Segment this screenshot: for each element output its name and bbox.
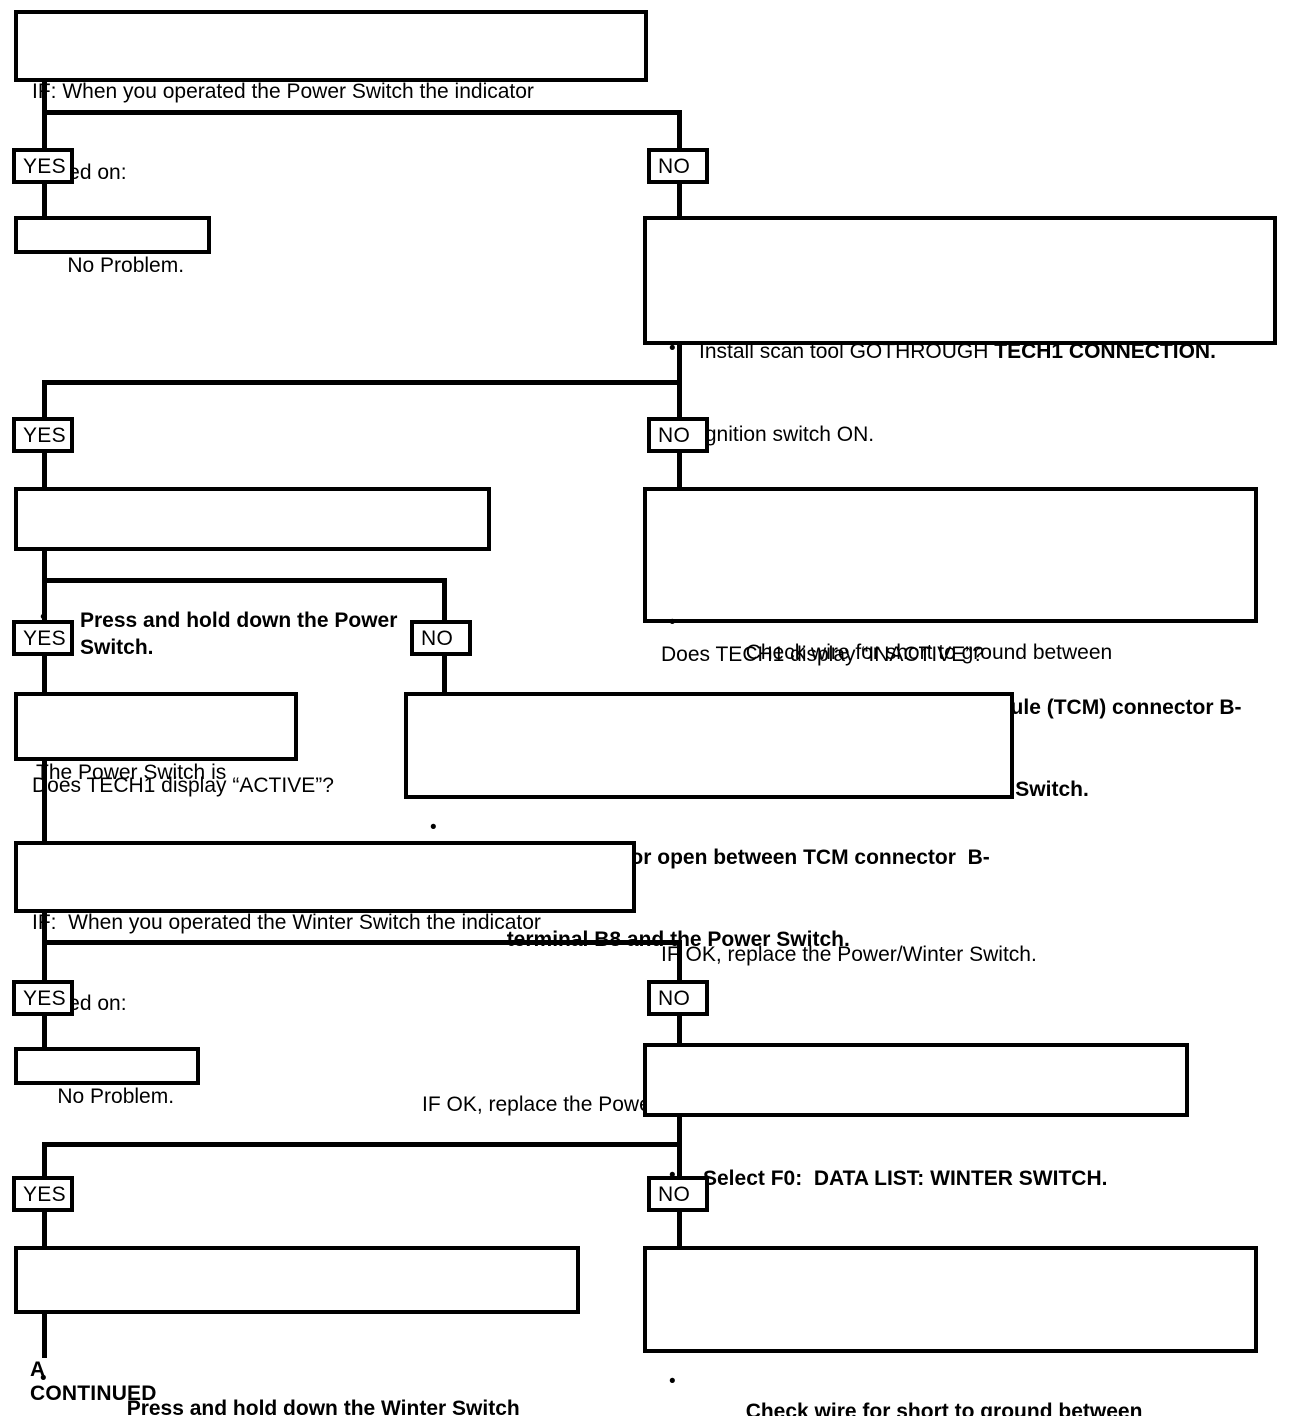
connector-q4-split	[42, 940, 682, 945]
connector-q3-no-to-action	[442, 656, 447, 694]
node-q1-no-scan-tool-action: Install scan tool GOTHROUGH TECH1 CONNEC…	[643, 216, 1277, 666]
bullet-list-q2-yes: Press and hold down the Power Switch.	[32, 553, 475, 718]
branch-label-q4-no: NO	[647, 980, 709, 1016]
node-q2-yes-tail: Does TECH1 display “ACTIVE”?	[32, 773, 334, 797]
branch-label-text: YES	[23, 626, 66, 650]
branch-label-q2-yes: YES	[12, 417, 74, 453]
branch-label-text: YES	[23, 154, 66, 178]
connector-q4-yes-to-result	[42, 1016, 47, 1049]
branch-label-text: NO	[658, 986, 691, 1010]
bullet-text: Install scan tool GOTHROUGH	[699, 340, 995, 364]
connector-q3-no-stem	[442, 578, 447, 622]
terminus-label: CONTINUED	[30, 1382, 157, 1406]
branch-label-q3-no: NO	[410, 620, 472, 656]
branch-label-q2-no: NO	[647, 417, 709, 453]
bullet-text: and the Power Switch.	[621, 928, 850, 952]
connector-q2-no-to-action	[677, 453, 682, 489]
connector-q1-yes-stem	[42, 110, 47, 150]
connector-q2-split	[42, 380, 682, 385]
connector-q5-yes-stem	[42, 1142, 47, 1178]
connector-q5-split	[42, 1142, 682, 1147]
bullet-item: Ignition switch ON.	[661, 420, 1261, 448]
bullet-list-q5-yes: Press and hold down the Winter Switch Do…	[32, 1314, 564, 1416]
connector-q1-split	[42, 110, 682, 115]
bullet-text: Check wire for short to ground between c…	[745, 1400, 1143, 1416]
connector-q4-no-to-action	[677, 1016, 682, 1049]
node-q1-yes-no-problem: No Problem.	[14, 216, 211, 277]
connector-q2-yes-to-action	[42, 453, 47, 489]
connector-to-terminus	[42, 1314, 47, 1358]
bullet-list-q4-no: Select F0: DATA LIST: WINTER SWITCH.	[661, 1111, 1173, 1248]
node-q5-no-check-short-winter: Check wire for short to ground between c…	[643, 1246, 1258, 1416]
connector-q4-yes-stem	[42, 940, 47, 982]
connector-q3-yes-to-q4	[42, 761, 47, 843]
connector-q1-no-to-action	[677, 184, 682, 218]
bullet-item: Install scan tool GOTHROUGH TECH1 CONNEC…	[661, 337, 1261, 365]
connector-q5-yes-to-action	[42, 1212, 47, 1248]
branch-label-text: NO	[658, 1182, 691, 1206]
bullet-item: Press and hold down the Winter Switch Do…	[32, 1367, 564, 1416]
terminus-a-continued: A CONTINUED	[30, 1358, 157, 1406]
bullet-item: Select F0: DATA LIST: WINTER SWITCH.	[661, 1164, 1173, 1192]
node-q1-line1: IF: When you operated the Power Switch t…	[32, 79, 534, 103]
bullet-list-q5-no: Check wire for short to ground between c…	[661, 1317, 1242, 1416]
connector-q5-down	[677, 1117, 682, 1147]
node-q4-yes-no-problem: No Problem.	[14, 1047, 200, 1108]
node-q4-winter-switch-indicator: IF: When you operated the Winter Switch …	[14, 841, 636, 1015]
branch-label-q1-yes: YES	[12, 148, 74, 184]
bullet-text: Ignition switch ON.	[699, 423, 875, 447]
connector-q2-yes-stem	[42, 380, 47, 419]
node-q4-line1: IF: When you operated the Winter Switch …	[32, 910, 541, 934]
bullet-text-bold: B8	[594, 928, 621, 951]
connector-q3-yes-stem	[42, 578, 47, 622]
bullet-text-bold: TECH1 CONNECTION.	[994, 340, 1216, 364]
node-q4-yes-text: No Problem.	[57, 1085, 175, 1109]
connector-q1-down	[42, 82, 47, 114]
branch-label-q5-yes: YES	[12, 1176, 74, 1212]
branch-label-text: YES	[23, 986, 66, 1010]
node-q1-yes-text: No Problem.	[67, 254, 185, 278]
node-q5-yes-press-hold-winter: Press and hold down the Winter Switch Do…	[14, 1246, 580, 1416]
connector-q1-yes-to-result	[42, 184, 47, 218]
bullet-text: Select F0: DATA LIST: WINTER SWITCH.	[703, 1167, 1108, 1191]
connector-q5-no-to-action	[677, 1212, 682, 1248]
connector-q2-no-stem	[677, 380, 682, 419]
branch-label-q3-yes: YES	[12, 620, 74, 656]
connector-q1-no-stem	[677, 110, 682, 150]
node-q4-line2: turned on:	[32, 992, 127, 1016]
branch-label-q4-yes: YES	[12, 980, 74, 1016]
node-q1-power-switch-indicator: IF: When you operated the Power Switch t…	[14, 10, 648, 184]
connector-q2-down	[677, 345, 682, 385]
branch-label-q1-no: NO	[647, 148, 709, 184]
node-q3-no-check-open: Check wire for open between TCM connecto…	[404, 692, 1014, 1116]
branch-label-q5-no: NO	[647, 1176, 709, 1212]
bullet-text: Press and hold down the Power Switch.	[80, 609, 404, 660]
bullet-text: terminal	[507, 928, 595, 951]
node-q4-no-winter-data-list: Select F0: DATA LIST: WINTER SWITCH. Doe…	[643, 1043, 1189, 1328]
node-q3-yes-line1: The Power Switch is	[36, 760, 227, 784]
connector-q3-split	[42, 578, 447, 583]
bullet-text: Check wire for short to ground between	[745, 641, 1113, 665]
node-q1-line2: turned on:	[32, 161, 127, 185]
bullet-item: Press and hold down the Power Switch.	[32, 606, 475, 662]
connector-q4-no-stem	[677, 940, 682, 982]
connector-q4-down	[42, 913, 47, 945]
node-q3-yes-working-normally: The Power Switch is working normally.	[14, 692, 298, 865]
branch-label-text: NO	[658, 423, 691, 447]
branch-label-text: NO	[658, 154, 691, 178]
node-q2-no-check-short-to-ground: Check wire for short to ground between T…	[643, 487, 1258, 966]
terminus-marker: A	[30, 1358, 46, 1381]
branch-label-text: YES	[23, 1182, 66, 1206]
connector-q5-no-stem	[677, 1142, 682, 1178]
connector-q3-down	[42, 551, 47, 583]
branch-label-text: NO	[421, 626, 454, 650]
bullet-item: Check wire for short to ground between c…	[661, 1370, 1242, 1416]
bullet-text: Press and hold down the Winter Switch Do…	[126, 1397, 520, 1416]
node-q2-yes-press-hold-power: Press and hold down the Power Switch. Do…	[14, 487, 491, 797]
branch-label-text: YES	[23, 423, 66, 447]
connector-q3-yes-to-result	[42, 656, 47, 694]
